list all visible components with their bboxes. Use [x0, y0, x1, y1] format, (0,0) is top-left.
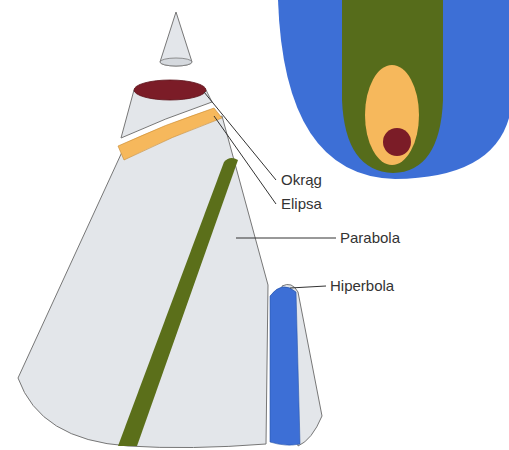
cone-tip	[160, 12, 192, 66]
hyperbola-region	[278, 0, 509, 179]
leader-line	[236, 238, 336, 239]
ellipse-region	[365, 65, 419, 165]
section-label: Elipsa	[281, 195, 322, 213]
parabola-band	[118, 158, 238, 446]
section-label: Okrąg	[281, 171, 322, 189]
leader-line	[290, 286, 326, 288]
section-label: Parabola	[340, 229, 400, 247]
leader-line	[214, 116, 276, 204]
leader-line	[204, 92, 276, 180]
parabola-region	[342, 0, 443, 173]
tip-base	[160, 58, 192, 66]
circle-disc	[134, 80, 206, 100]
circle-region	[383, 128, 411, 156]
section-label: Hiperbola	[330, 277, 394, 295]
hyperbola-band	[270, 287, 300, 445]
cone-body	[18, 116, 268, 448]
